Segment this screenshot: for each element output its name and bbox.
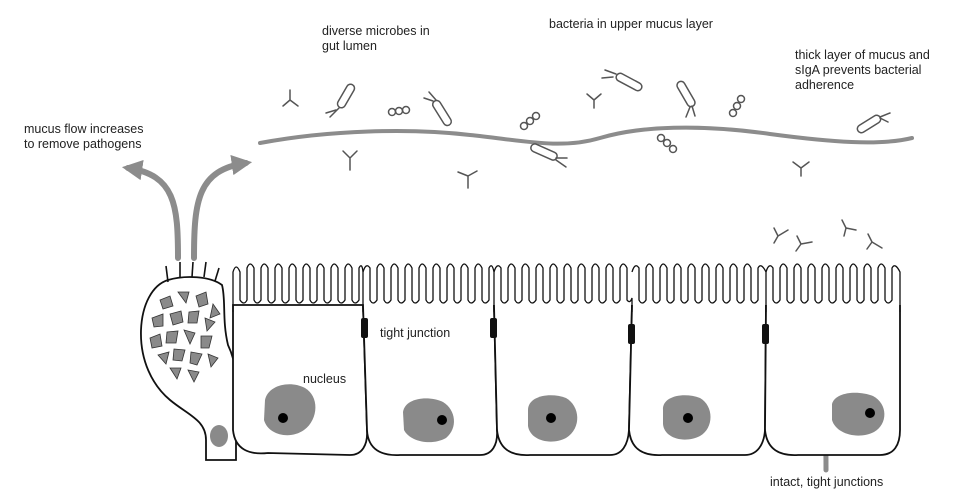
- coccus-chain: [658, 135, 677, 153]
- goblet-nucleus: [210, 425, 228, 447]
- rod-bacterium: [602, 70, 643, 92]
- tight-junction-1: [361, 318, 368, 338]
- nucleus-2: [403, 398, 454, 442]
- siga-antibody: [796, 236, 812, 251]
- siga-antibody: [587, 94, 601, 108]
- enterocyte-5: [765, 305, 900, 455]
- label-thick-mucus-layer: thick layer of mucus and sIgA prevents b…: [795, 48, 930, 93]
- coccus-chain: [730, 96, 745, 117]
- nucleus-4: [663, 395, 711, 439]
- coccus-chain: [521, 113, 540, 130]
- siga-antibody: [458, 171, 477, 188]
- microbes: [283, 70, 890, 251]
- label-mucus-flow: mucus flow increases to remove pathogens: [24, 122, 144, 152]
- tight-junction-3: [628, 324, 635, 344]
- mucus-flow-arrow-left: [128, 168, 178, 258]
- nucleus-5: [832, 393, 884, 436]
- siga-antibody: [793, 162, 809, 176]
- rod-bacterium: [856, 113, 890, 134]
- rod-bacterium: [326, 83, 356, 117]
- coccus-chain: [389, 107, 410, 116]
- mucus-flow-arrows: [128, 163, 246, 258]
- rod-bacterium: [530, 143, 567, 167]
- label-tight-junction: tight junction: [380, 326, 450, 341]
- label-intact-tight-junctions: intact, tight junctions: [770, 475, 883, 490]
- epithelial-cells: [233, 264, 900, 455]
- mucus-layer-line: [260, 128, 912, 144]
- siga-antibody: [842, 220, 856, 236]
- mucus-flow-arrow-right: [194, 163, 246, 258]
- siga-antibody: [774, 228, 788, 243]
- label-diverse-microbes: diverse microbes in gut lumen: [322, 24, 430, 54]
- label-nucleus: nucleus: [303, 372, 346, 387]
- siga-antibody: [343, 151, 357, 170]
- rod-bacterium: [676, 80, 697, 117]
- siga-antibody: [283, 90, 298, 106]
- enterocyte-1: [233, 305, 367, 455]
- label-bacteria-upper-mucus: bacteria in upper mucus layer: [549, 17, 713, 32]
- siga-antibody: [867, 234, 882, 249]
- tight-junction-2: [490, 318, 497, 338]
- nucleus-3: [528, 395, 577, 441]
- goblet-cell: [141, 262, 237, 460]
- tight-junction-4: [762, 324, 769, 344]
- rod-bacterium: [424, 92, 453, 127]
